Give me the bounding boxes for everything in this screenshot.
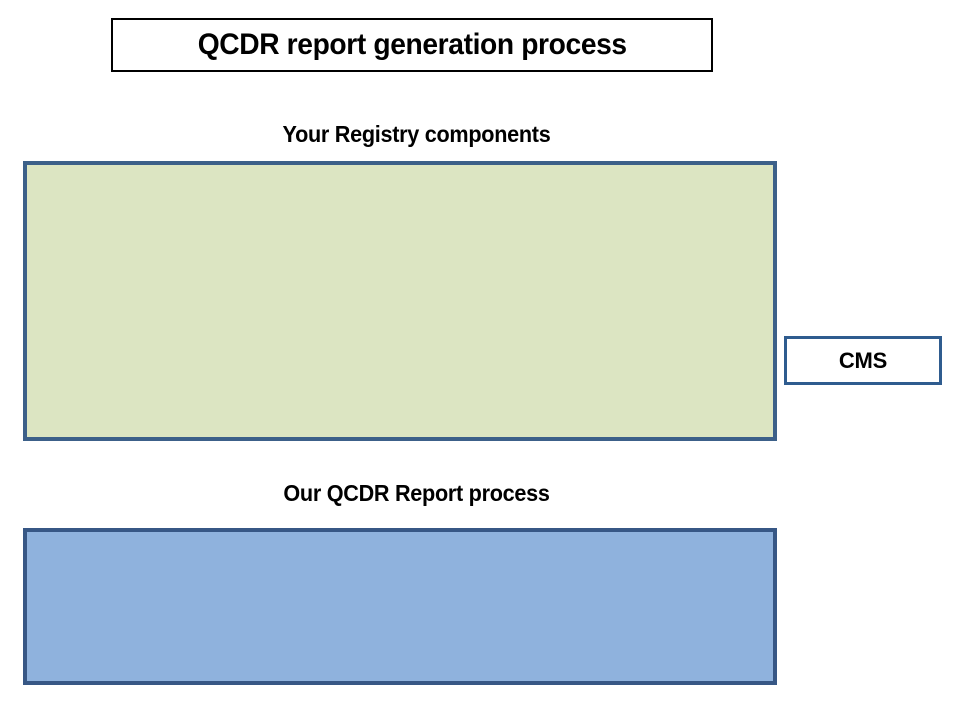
slide-title-box: QCDR report generation process: [111, 18, 713, 72]
qcdr-report-process-panel: [23, 528, 777, 685]
registry-components-panel: [23, 161, 777, 441]
page-title: QCDR report generation process: [197, 28, 627, 61]
cms-label: CMS: [838, 347, 888, 373]
registry-components-caption: Your Registry components: [282, 121, 551, 147]
qcdr-report-process-caption: Our QCDR Report process: [283, 480, 550, 506]
cms-box: CMS: [784, 336, 942, 385]
